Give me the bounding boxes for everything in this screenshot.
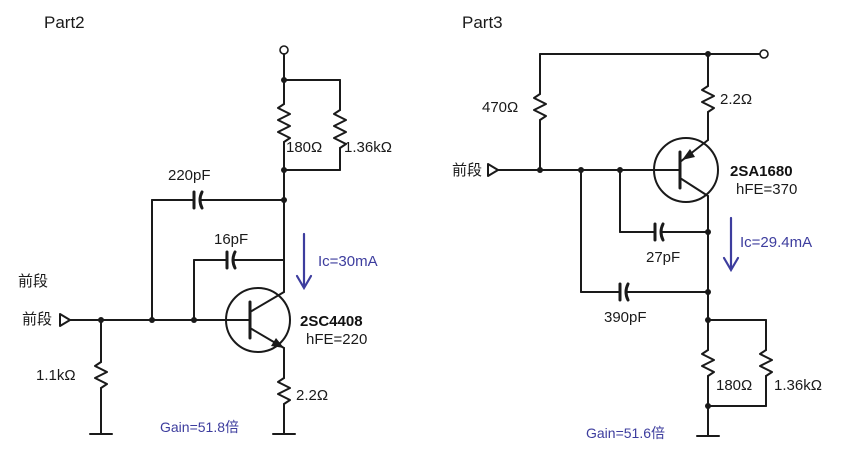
part3-node xyxy=(705,229,711,235)
part3-c-feedback-label: 390pF xyxy=(604,309,647,326)
part2-node xyxy=(149,317,155,323)
part3-current-arrow-head xyxy=(722,256,740,273)
part3-input-terminal xyxy=(487,163,499,177)
part3-resistor-180 xyxy=(701,349,715,377)
part3-supply-terminal xyxy=(759,49,769,59)
part2-input-terminal xyxy=(59,313,71,327)
part2-current-label: Ic=30mA xyxy=(318,253,378,270)
part3-r-load-b-label: 1.36kΩ xyxy=(774,377,822,394)
part2-gain-label: Gain=51.8倍 xyxy=(160,419,239,435)
part2-r-emitter-label: 2.2Ω xyxy=(296,387,328,404)
part3-circuit: Part3 470Ω 2.2Ω 前段 2SA1680 hFE=370 xyxy=(452,13,822,441)
part2-title: Part2 xyxy=(44,13,85,32)
part3-c-bc-label: 27pF xyxy=(646,249,680,266)
part3-r-bias-label: 470Ω xyxy=(482,99,518,116)
part3-resistor-470 xyxy=(533,93,547,121)
part3-current-label: Ic=29.4mA xyxy=(740,234,812,251)
part2-resistor-2r2 xyxy=(277,377,291,405)
part2-transistor-name: 2SC4408 xyxy=(300,313,363,330)
part3-r-load-a-label: 180Ω xyxy=(716,377,752,394)
part2-current-arrow-head xyxy=(295,274,313,291)
part3-node xyxy=(705,289,711,295)
part2-hfe-label: hFE=220 xyxy=(306,331,367,348)
part3-r-emitter-label: 2.2Ω xyxy=(720,91,752,108)
part2-input-label-top: 前段 xyxy=(18,273,48,290)
part3-transistor-collector xyxy=(679,177,709,197)
part3-hfe-label: hFE=370 xyxy=(736,181,797,198)
part2-input-label: 前段 xyxy=(22,311,52,328)
part2-r-supply-a-label: 180Ω xyxy=(286,139,322,156)
part2-circuit: Part2 180Ω 1.36kΩ 220pF 16pF xyxy=(18,13,392,435)
part2-resistor-180 xyxy=(277,103,291,143)
part3-emitter-arrow xyxy=(682,149,695,160)
part3-transistor-name: 2SA1680 xyxy=(730,163,793,180)
part2-node xyxy=(191,317,197,323)
part2-transistor-npn xyxy=(225,287,291,353)
part3-resistor-1k36 xyxy=(759,349,773,377)
part3-resistor-2r2 xyxy=(701,85,715,113)
part2-resistor-1k36 xyxy=(333,109,347,149)
part3-input-label: 前段 xyxy=(452,162,482,179)
part3-node xyxy=(537,167,543,173)
part2-node xyxy=(281,197,287,203)
part3-transistor-pnp xyxy=(653,137,719,203)
part2-r-input-label: 1.1kΩ xyxy=(36,367,76,384)
part2-resistor-1k1 xyxy=(94,361,108,389)
part3-gain-label: Gain=51.6倍 xyxy=(586,425,665,441)
part3-title: Part3 xyxy=(462,13,503,32)
part2-c-bc-label: 16pF xyxy=(214,231,248,248)
part2-r-supply-b-label: 1.36kΩ xyxy=(344,139,392,156)
part2-supply-terminal xyxy=(279,45,289,55)
part2-emitter-arrow xyxy=(271,338,284,348)
part2-c-feedback-label: 220pF xyxy=(168,167,211,184)
part2-transistor-collector xyxy=(249,291,285,313)
